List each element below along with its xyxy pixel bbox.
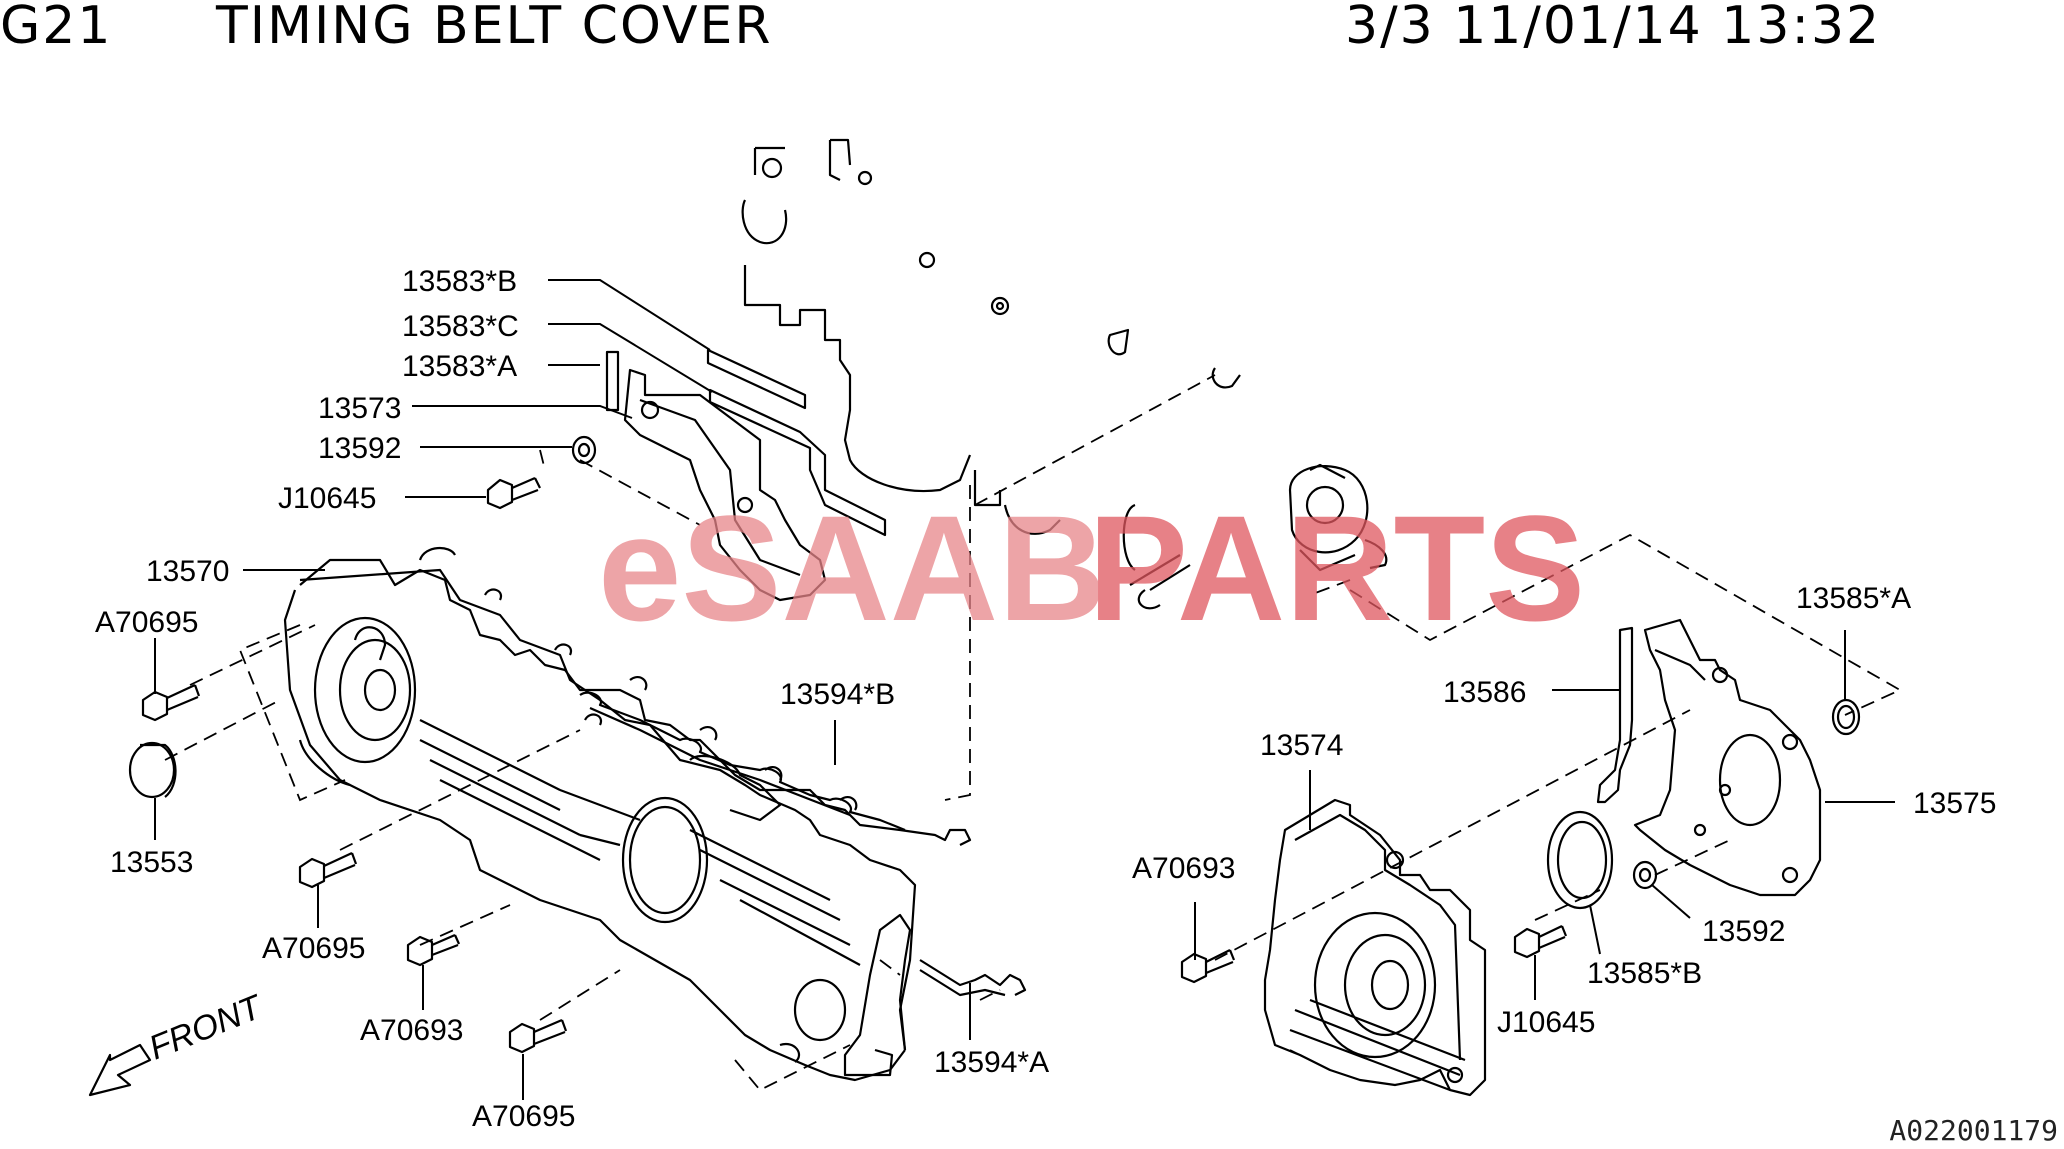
bolt-j10645-right: [1513, 925, 1568, 959]
bolt-a70693-left: [406, 933, 461, 967]
small-inner-cover: [623, 368, 827, 602]
washer-13592-right: [1632, 860, 1658, 890]
callout-a70695-middle: A70695: [262, 932, 365, 965]
watermark-esaab: eSAAB: [598, 484, 1106, 652]
callout-13585A: 13585*A: [1796, 582, 1911, 615]
callout-13583A: 13583*A: [402, 350, 517, 383]
bolt-a70695-bottom: [508, 1018, 568, 1054]
callout-13594A: 13594*A: [934, 1046, 1049, 1079]
callout-13592-right: 13592: [1702, 915, 1785, 948]
bolt-a70695-top: [141, 684, 201, 722]
diagram-reference-id: A022001179: [1889, 1114, 2058, 1147]
strip-13586: [1596, 626, 1634, 804]
callout-a70695-top: A70695: [95, 606, 198, 639]
seal-strips: [605, 348, 887, 537]
callout-13594B: 13594*B: [780, 678, 895, 711]
bolt-j10645-left: [486, 476, 541, 510]
callout-a70693-left: A70693: [360, 1014, 463, 1047]
callout-j10645-left: J10645: [278, 482, 376, 515]
washer-13592-left: [571, 435, 597, 465]
main-timing-belt-cover: [283, 547, 972, 1082]
seal-13585A: [1831, 698, 1861, 736]
callout-13553: 13553: [110, 846, 193, 879]
callout-13586: 13586: [1443, 676, 1526, 709]
lower-cover-13574: [1263, 798, 1487, 1097]
callout-13585B: 13585*B: [1587, 957, 1702, 990]
page-and-date: 3/3 11/01/14 13:32: [1345, 0, 1882, 56]
bolt-a70695-middle: [298, 852, 358, 889]
front-label: FRONT: [144, 987, 269, 1067]
callout-a70695-bottom: A70695: [472, 1100, 575, 1133]
esaabparts-watermark: eSAAB PARTS: [598, 484, 1585, 652]
callout-13574: 13574: [1260, 729, 1343, 762]
gasket-13594B: [579, 691, 906, 832]
callout-13583C: 13583*C: [402, 310, 519, 343]
engine-block-outline: [741, 138, 1241, 610]
seal-13585B: [1546, 810, 1614, 910]
cap-13553: [128, 741, 177, 799]
front-direction-arrow: FRONT: [88, 987, 269, 1097]
callout-13583B: 13583*B: [402, 265, 517, 298]
callout-13570: 13570: [146, 555, 229, 588]
backing-plate-13575: [1633, 618, 1822, 897]
tensioner-pulley: [1288, 463, 1388, 572]
callout-13573: 13573: [318, 392, 401, 425]
callout-a70693-right: A70693: [1132, 852, 1235, 885]
leader-lines: [154, 279, 1895, 1100]
diagram-code: G21: [0, 0, 113, 56]
callout-13592-left: 13592: [318, 432, 401, 465]
diagram-title: TIMING BELT COVER: [216, 0, 773, 56]
gasket-13594A: [843, 913, 1027, 1077]
callout-labels: 13583*B 13583*C 13583*A 13573 13592 J106…: [95, 265, 1996, 1133]
callout-13575: 13575: [1913, 787, 1996, 820]
callout-j10645-right: J10645: [1497, 1006, 1595, 1039]
watermark-parts: PARTS: [1088, 484, 1585, 652]
